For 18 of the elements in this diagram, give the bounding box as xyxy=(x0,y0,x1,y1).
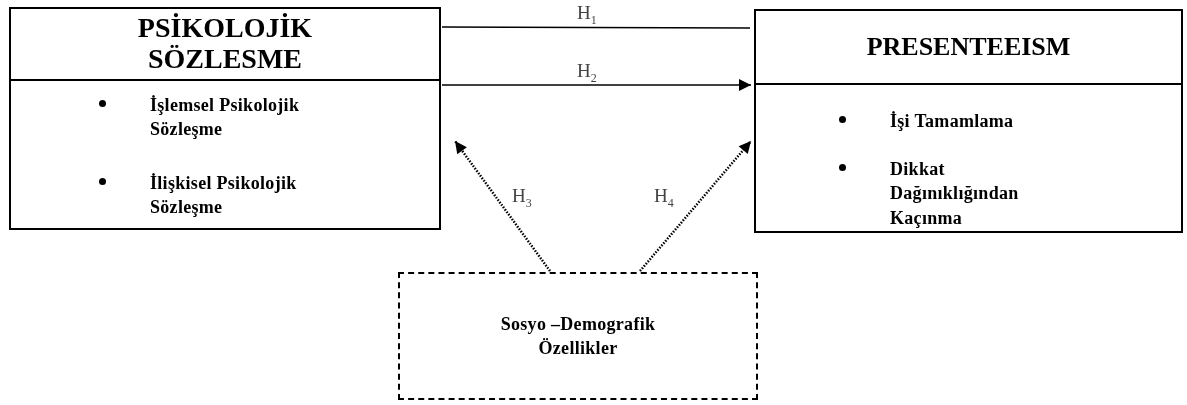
box-heading: PRESENTEEISM xyxy=(866,32,1071,62)
bullet-text: İlişkisel Psikolojik Sözleşme xyxy=(150,172,298,220)
box-heading: PSİKOLOJİK SÖZLESME xyxy=(136,13,314,75)
bullet-text: Dikkat Dağınıklığından Kaçınma xyxy=(890,158,1020,230)
bullet-text: İşi Tamamlama xyxy=(890,110,1014,133)
arrow xyxy=(441,79,752,91)
bullet-text: İşlemsel Psikolojik Sözleşme xyxy=(150,94,301,142)
dashed-box xyxy=(398,272,758,400)
box-text: Sosyo –Demografik Özellikler xyxy=(499,312,657,360)
arrow xyxy=(454,140,551,272)
edge-label: H$_{4}$ xyxy=(652,186,676,209)
edge-label: H$_{1}$ xyxy=(575,3,599,26)
edge-label: H$_{3}$ xyxy=(510,186,534,209)
arrow xyxy=(639,140,752,272)
connector-line xyxy=(441,26,751,29)
edge-label: H$_{2}$ xyxy=(575,61,599,84)
construct-box xyxy=(754,9,1183,233)
construct-box xyxy=(9,7,441,230)
